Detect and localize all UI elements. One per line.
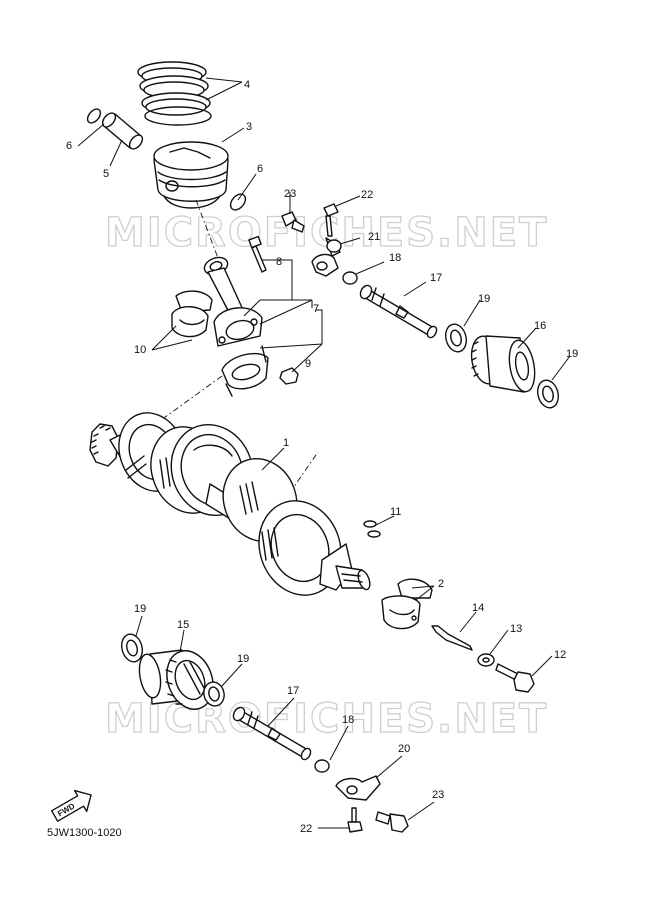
rod-bearings [171,290,213,338]
piston-rings [137,61,212,126]
forward-arrow-icon: FWD [50,789,92,822]
o-ring-upper [342,271,358,285]
upper-balancer-gear [470,335,536,393]
callout-20: 20 [398,743,410,755]
crankshaft [89,412,371,596]
callout-8: 8 [276,256,282,268]
diagram-code: 5JW1300-1020 [47,827,122,839]
callout-10: 10 [134,344,146,356]
alignment-line-shaft [281,451,319,505]
rod-nut [279,367,299,385]
alignment-line-rod [149,375,223,429]
callout-13: 13 [510,623,522,635]
callout-5: 5 [103,168,109,180]
bolt-12 [495,663,535,693]
lower-bolt-22 [347,807,363,833]
callout-18-top: 18 [389,252,401,264]
piston [153,141,229,209]
callout-19-a: 19 [478,293,490,305]
callout-19-c: 19 [134,603,146,615]
callout-6-top: 6 [66,140,72,152]
lower-lever-bracket [335,775,381,801]
piston-pin-clip-left [86,108,102,124]
lower-balancer-shaft [232,706,312,761]
washer-19-a [444,323,468,353]
rod-cap [221,345,269,397]
callout-2: 2 [438,578,444,590]
callout-3: 3 [246,121,252,133]
callout-17-bottom: 17 [287,685,299,697]
callout-16: 16 [534,320,546,332]
alignment-line-piston [195,199,219,259]
callout-12: 12 [554,649,566,661]
piston-pin-clip-right [229,193,247,211]
callout-14: 14 [472,602,484,614]
callout-15: 15 [177,619,189,631]
callout-17-top: 17 [430,272,442,284]
connecting-rod [203,256,263,347]
watermark-bottom: MICROFICHES.NET [105,696,548,742]
leader-lines [77,77,571,829]
piston-pin [101,112,144,150]
rod-bolt [248,235,267,273]
callout-18-bottom: 18 [342,714,354,726]
upper-nut-21 [326,239,342,253]
callout-19-d: 19 [237,653,249,665]
lower-bolt-23 [375,811,409,833]
dowel-pin [363,520,381,538]
callout-23-bottom: 23 [432,789,444,801]
callout-22-bottom: 22 [300,823,312,835]
callout-11: 11 [390,506,401,518]
upper-balancer-shaft [359,284,438,339]
oil-plate [431,625,473,651]
washer-19-d [203,681,225,707]
callout-4: 4 [244,79,250,91]
callout-21: 21 [368,231,380,243]
upper-bolt-22 [323,203,339,237]
callout-9: 9 [305,358,311,370]
o-ring-lower [314,759,330,773]
upper-bolt-23 [281,211,305,233]
callout-6-right: 6 [257,163,263,175]
callout-19-b: 19 [566,348,578,360]
washer-19-c [120,633,144,663]
callout-22-top: 22 [361,189,373,201]
callout-23-top: 23 [284,188,296,200]
main-bearings [381,578,433,630]
callout-1: 1 [283,437,289,449]
washer [477,653,495,667]
washer-19-b [536,379,560,409]
callout-7: 7 [313,303,319,315]
lower-balancer-gear [138,649,214,710]
